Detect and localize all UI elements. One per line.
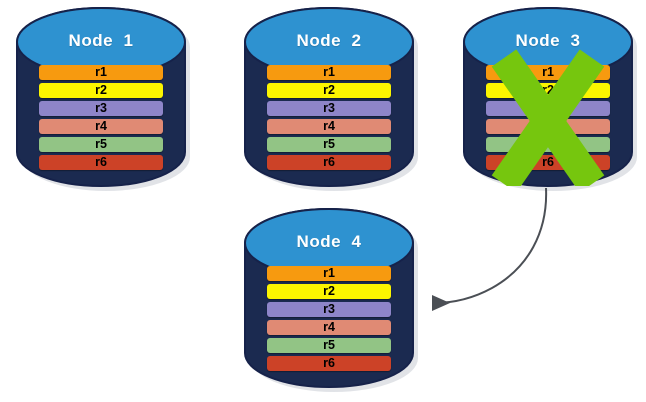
replica-row-r3[interactable]: r3 — [267, 302, 391, 317]
replica-row-label: r4 — [542, 119, 554, 134]
replica-row-r1[interactable]: r1 — [486, 65, 610, 80]
replica-row-r5[interactable]: r5 — [267, 338, 391, 353]
replica-row-label: r6 — [323, 356, 335, 371]
replica-row-r2[interactable]: r2 — [486, 83, 610, 98]
replica-row-label: r3 — [323, 302, 335, 317]
replica-row-r1[interactable]: r1 — [267, 65, 391, 80]
replica-row-label: r1 — [542, 65, 554, 80]
replica-row-label: r4 — [323, 119, 335, 134]
replica-row-label: r1 — [323, 65, 335, 80]
replica-row-r2[interactable]: r2 — [267, 83, 391, 98]
replica-row-label: r5 — [323, 137, 335, 152]
replica-row-label: r1 — [95, 65, 107, 80]
replica-row-r1[interactable]: r1 — [39, 65, 163, 80]
replica-row-r6[interactable]: r6 — [267, 155, 391, 170]
replica-row-r4[interactable]: r4 — [39, 119, 163, 134]
replica-row-list: r1 r2 r3 r4 r5 r6 — [267, 65, 391, 170]
replica-row-r5[interactable]: r5 — [267, 137, 391, 152]
replica-row-r1[interactable]: r1 — [267, 266, 391, 281]
replica-row-label: r5 — [95, 137, 107, 152]
arrow-path — [431, 187, 548, 312]
replica-row-label: r6 — [323, 155, 335, 170]
replica-row-label: r2 — [323, 284, 335, 299]
replica-row-label: r5 — [323, 338, 335, 353]
replica-row-r4[interactable]: r4 — [267, 119, 391, 134]
replica-row-r3[interactable]: r3 — [39, 101, 163, 116]
replica-row-label: r5 — [542, 137, 554, 152]
replica-row-r3[interactable]: r3 — [486, 101, 610, 116]
replica-row-r3[interactable]: r3 — [267, 101, 391, 116]
replica-row-r5[interactable]: r5 — [486, 137, 610, 152]
replica-row-r4[interactable]: r4 — [486, 119, 610, 134]
replica-row-r6[interactable]: r6 — [267, 356, 391, 371]
replica-row-r2[interactable]: r2 — [39, 83, 163, 98]
replica-row-list: r1 r2 r3 r4 r5 r6 — [267, 266, 391, 371]
replica-row-r2[interactable]: r2 — [267, 284, 391, 299]
replica-row-label: r6 — [95, 155, 107, 170]
replica-row-list: r1 r2 r3 r4 r5 r6 — [39, 65, 163, 170]
replica-row-label: r6 — [542, 155, 554, 170]
replica-row-r5[interactable]: r5 — [39, 137, 163, 152]
replica-row-label: r2 — [323, 83, 335, 98]
replica-row-label: r2 — [542, 83, 554, 98]
replica-row-r6[interactable]: r6 — [486, 155, 610, 170]
replica-row-list: r1 r2 r3 r4 r5 r6 — [486, 65, 610, 170]
replica-row-label: r4 — [95, 119, 107, 134]
replica-row-r6[interactable]: r6 — [39, 155, 163, 170]
replica-row-label: r4 — [323, 320, 335, 335]
replica-row-label: r3 — [323, 101, 335, 116]
replica-row-label: r3 — [95, 101, 107, 116]
replica-row-r4[interactable]: r4 — [267, 320, 391, 335]
replica-row-label: r1 — [323, 266, 335, 281]
replica-row-label: r2 — [95, 83, 107, 98]
replica-row-label: r3 — [542, 101, 554, 116]
